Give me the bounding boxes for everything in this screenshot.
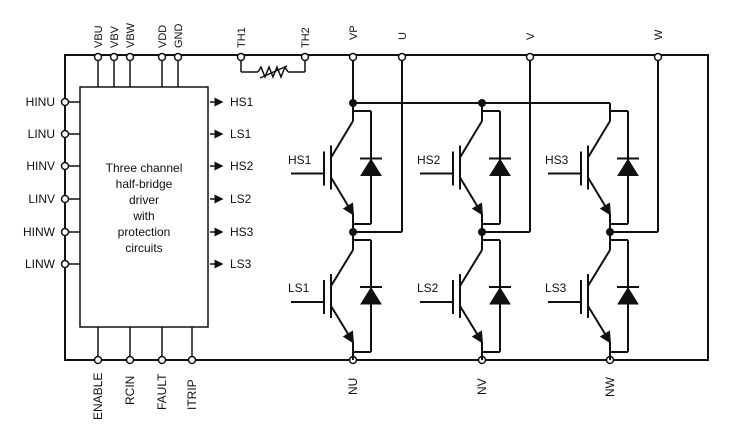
- driver-text-line: circuits: [125, 241, 162, 255]
- label-u: U: [397, 32, 409, 40]
- label-nw: NW: [603, 376, 617, 397]
- label-nu: NU: [346, 378, 360, 395]
- pin-vdd: [157, 52, 167, 62]
- pin-vp: [348, 52, 358, 62]
- pin-th2: [300, 52, 310, 62]
- label-gnd: GND: [173, 24, 185, 49]
- pin-hinu: [60, 97, 70, 107]
- label-hinw: HINW: [23, 225, 56, 239]
- diode-icon: [360, 158, 382, 176]
- pin-vbv: [109, 52, 119, 62]
- driver-outputs: HS1 LS1 HS2 LS2 HS3 LS3: [210, 95, 254, 271]
- pin-hinw: [60, 227, 70, 237]
- gate-label-ls3: LS3: [545, 281, 567, 295]
- label-th1: TH1: [236, 27, 248, 48]
- pin-hinv: [60, 161, 70, 171]
- pin-th1: [236, 52, 246, 62]
- driver-text-line: protection: [118, 225, 171, 239]
- module-outline: [64, 54, 709, 361]
- pin-fault: [157, 355, 167, 365]
- output-hs2: HS2: [230, 159, 254, 173]
- pin-itrip: [187, 355, 197, 365]
- diode-icon: [489, 287, 511, 305]
- driver-description: Three channel half-bridge driver with pr…: [106, 161, 183, 255]
- label-vbv: VBV: [109, 25, 121, 48]
- label-hinv: HINV: [26, 159, 55, 173]
- gate-label-hs1: HS1: [288, 153, 312, 167]
- driver-text-line: half-bridge: [116, 177, 173, 191]
- pin-w: [653, 52, 663, 62]
- diode-icon: [360, 287, 382, 305]
- gate-labels: HS1 HS2 HS3 LS1 LS2 LS3: [288, 153, 569, 295]
- label-nv: NV: [475, 378, 489, 395]
- label-linv: LINV: [28, 192, 55, 206]
- top-driver-pins: VBU VBV VBW VDD GND: [93, 22, 185, 87]
- bottom-driver-pins: ENABLE RCIN FAULT ITRIP: [91, 327, 199, 420]
- driver-ic-block: [79, 86, 209, 328]
- label-w: W: [653, 29, 665, 40]
- bottom-power-pins: NU NV NW: [346, 355, 617, 397]
- pin-v: [525, 52, 535, 62]
- label-linw: LINW: [25, 257, 56, 271]
- output-hs3: HS3: [230, 225, 254, 239]
- diode-icon: [489, 158, 511, 176]
- power-wiring: [349, 60, 659, 236]
- driver-text-line: driver: [129, 193, 159, 207]
- gate-label-ls2: LS2: [417, 281, 439, 295]
- pin-linv: [60, 194, 70, 204]
- driver-text-line: Three channel: [106, 161, 183, 175]
- diode-icon: [617, 287, 639, 305]
- label-linu: LINU: [28, 127, 55, 141]
- pin-enable: [93, 355, 103, 365]
- pin-vbw: [125, 52, 135, 62]
- gate-label-hs2: HS2: [417, 153, 441, 167]
- pin-u: [397, 52, 407, 62]
- label-enable: ENABLE: [91, 373, 105, 420]
- label-v: V: [525, 32, 537, 40]
- pin-vbu: [93, 52, 103, 62]
- label-vdd: VDD: [157, 25, 169, 48]
- pin-rcin: [125, 355, 135, 365]
- thermistor-resistor-icon: [257, 64, 289, 80]
- label-rcin: RCIN: [123, 376, 137, 405]
- thermistor: TH1 TH2: [236, 27, 312, 80]
- output-ls2: LS2: [230, 192, 252, 206]
- label-fault: FAULT: [155, 373, 169, 410]
- top-power-pins: VP U V W: [348, 25, 665, 62]
- label-th2: TH2: [300, 27, 312, 48]
- pin-gnd: [173, 52, 183, 62]
- left-input-pins: HINU LINU HINV LINV HINW LINW: [23, 95, 80, 271]
- gate-label-ls1: LS1: [288, 281, 310, 295]
- output-ls3: LS3: [230, 257, 252, 271]
- label-vp: VP: [348, 25, 360, 40]
- driver-text-line: with: [132, 209, 154, 223]
- pin-linw: [60, 259, 70, 269]
- output-hs1: HS1: [230, 95, 254, 109]
- label-vbw: VBW: [125, 22, 137, 48]
- label-hinu: HINU: [26, 95, 55, 109]
- output-ls1: LS1: [230, 127, 252, 141]
- gate-label-hs3: HS3: [545, 153, 569, 167]
- label-vbu: VBU: [93, 25, 105, 48]
- igbt-transistors: [291, 103, 639, 360]
- diode-icon: [617, 158, 639, 176]
- pin-linu: [60, 129, 70, 139]
- label-itrip: ITRIP: [185, 379, 199, 410]
